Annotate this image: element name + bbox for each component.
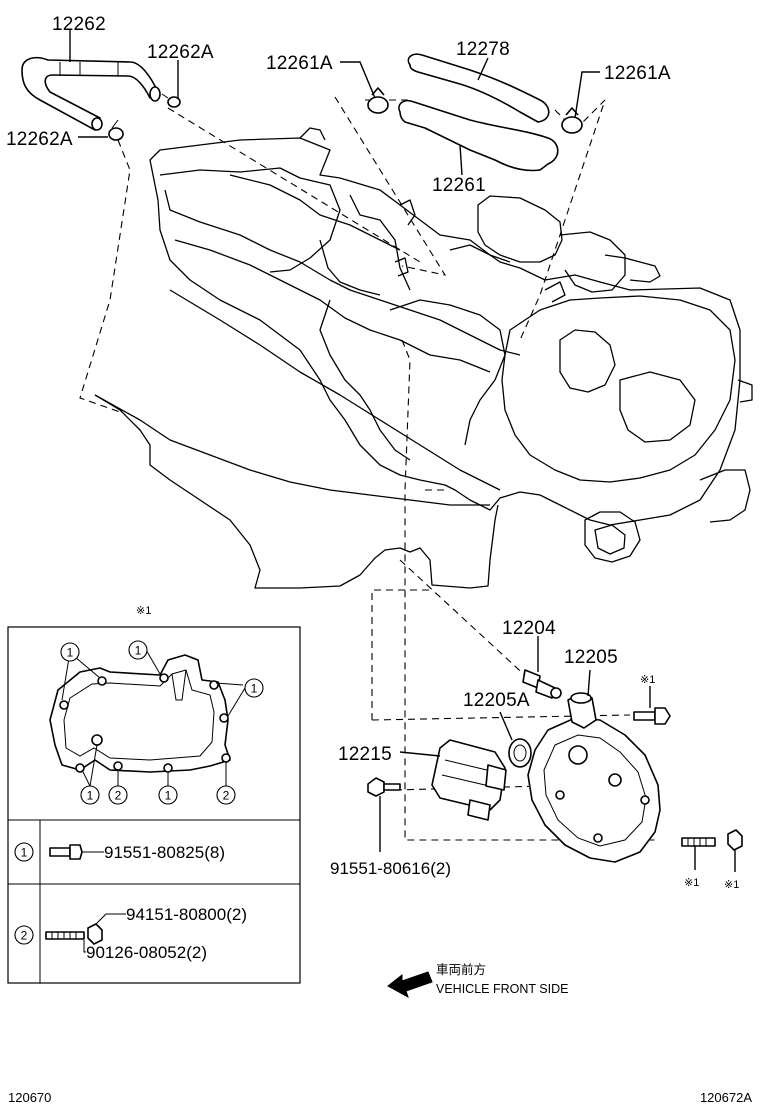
inset-labels: ※1 1 1 1 1 2 1 2 1 91551-80825(8) 2	[14, 605, 264, 962]
inset-gasket-holes	[59, 673, 231, 773]
nut-mark1	[727, 829, 743, 872]
inset-row2-stud-icon	[45, 931, 85, 940]
inset-row2-nut-icon	[87, 923, 103, 945]
engine-block-illustration	[94, 127, 753, 589]
inset-row2-index: 2	[21, 929, 28, 943]
note-mark1-stud: ※1	[684, 877, 699, 889]
hose-12261	[398, 99, 559, 172]
inset-mark: ※1	[136, 605, 151, 617]
direction-jp: 車両前方	[436, 962, 486, 977]
gasket-mark-g: 2	[223, 789, 230, 803]
direction-arrow	[387, 971, 433, 999]
footer: 120670 120672A	[8, 1090, 752, 1105]
clamp-12261A-left	[367, 87, 389, 114]
gasket-12205A	[499, 711, 532, 768]
sensor-12204	[522, 636, 562, 699]
gasket-mark-a: 1	[67, 646, 74, 660]
footer-left-code: 120670	[8, 1090, 51, 1105]
callout-12205A: 12205A	[463, 690, 530, 711]
note-mark1-nut: ※1	[724, 879, 739, 891]
inset-row1-bolt-icon	[49, 844, 104, 860]
gasket-mark-e: 2	[115, 789, 122, 803]
gasket-mark-f: 1	[165, 789, 172, 803]
stud-mark1	[681, 837, 716, 870]
callout-12261: 12261	[432, 175, 486, 196]
direction-en: VEHICLE FRONT SIDE	[436, 982, 568, 996]
callout-12262A-left: 12262A	[6, 129, 73, 150]
note-mark1-bolt: ※1	[640, 674, 655, 686]
callout-12261A-right: 12261A	[604, 63, 671, 84]
callout-12205: 12205	[564, 647, 618, 668]
callout-labels: 12262 12262A 12262A 12261A 12278 12261A …	[6, 14, 739, 891]
callout-12215: 12215	[338, 744, 392, 765]
callout-12262A-top: 12262A	[147, 42, 214, 63]
housing-12205	[527, 669, 661, 863]
hose-12278	[407, 53, 550, 123]
bolt-mark1	[633, 686, 671, 725]
dashed-leaders	[79, 96, 655, 841]
callout-12262: 12262	[52, 14, 106, 35]
clamp-12262A-top	[161, 93, 181, 108]
gasket-mark-c: 1	[251, 682, 258, 696]
gasket-mark-b: 1	[135, 644, 142, 658]
inset-row1-index: 1	[21, 846, 28, 860]
bolt-91551-80616	[367, 777, 401, 852]
inset-row1-part: 91551-80825(8)	[104, 843, 225, 862]
inset-row2-part-b: 90126-08052(2)	[86, 943, 207, 962]
hose-12262	[21, 56, 161, 131]
callout-12204: 12204	[502, 618, 556, 639]
inset-box	[7, 626, 301, 984]
thermostat-12215	[399, 739, 507, 821]
clamp-12262A-left	[108, 119, 124, 141]
top-callout-leaders	[69, 30, 600, 176]
direction-labels: 車両前方 VEHICLE FRONT SIDE	[436, 962, 568, 996]
callout-12278: 12278	[456, 39, 510, 60]
callout-12261A-left: 12261A	[266, 53, 333, 74]
gasket-mark-d: 1	[87, 789, 94, 803]
inset-row2-part-a: 94151-80800(2)	[126, 905, 247, 924]
callout-91551-80616: 91551-80616(2)	[330, 859, 451, 878]
footer-right-code: 120672A	[700, 1090, 752, 1105]
clamp-12261A-right	[561, 107, 583, 134]
